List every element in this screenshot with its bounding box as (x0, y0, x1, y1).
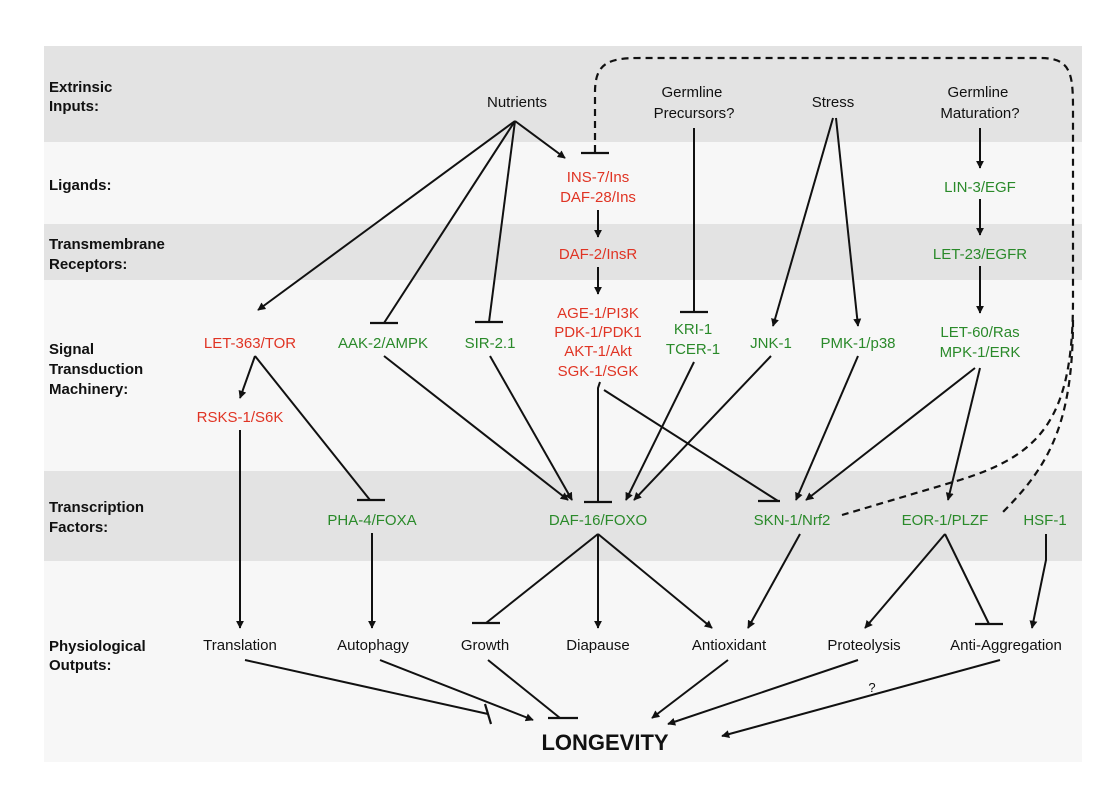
row-label-tf-line1: Transcription (49, 499, 144, 516)
edge-translation-longevity (244, 659, 489, 715)
node-jnk1: JNK-1 (750, 335, 792, 352)
row-label-signal-transduction: Signal Transduction Machinery: (49, 341, 147, 398)
edge-mpk1-eor1 (945, 367, 981, 501)
node-aak2: AAK-2/AMPK (338, 335, 428, 352)
node-pha4: PHA-4/FOXA (327, 512, 416, 529)
edge-mpk1-skn1 (805, 367, 976, 501)
node-germline-precursors: Germline Precursors? (654, 84, 735, 122)
node-eor1: EOR-1/PLZF (902, 512, 989, 529)
edge-let363-pha4 (254, 355, 371, 501)
node-nutrients: Nutrients (487, 94, 547, 111)
node-daf16: DAF-16/FOXO (549, 512, 647, 529)
row-label-ligands: Ligands: (49, 177, 112, 194)
row-label-extrinsic-inputs: Extrinsic Inputs: (49, 79, 117, 115)
edge-sgk1-daf16 (597, 381, 601, 502)
edge-nutrients-aak2 (383, 120, 516, 324)
node-tcer1: TCER-1 (666, 341, 720, 358)
node-lin3: LIN-3/EGF (944, 179, 1016, 196)
edge-daf16-growth (485, 533, 599, 624)
bar-longevity-left (483, 703, 493, 725)
node-hsf1: HSF-1 (1023, 512, 1066, 529)
row-label-extrinsic-line1: Extrinsic (49, 79, 112, 96)
row-label-physiological-outputs: Physiological Outputs: (49, 638, 150, 674)
node-germline-maturation-line2: Maturation? (940, 105, 1019, 122)
edge-sir21-daf16 (489, 355, 573, 501)
node-translation: Translation (203, 637, 277, 654)
edge-proteolysis-longevity (667, 659, 859, 726)
node-age1: AGE-1/PI3K (557, 305, 639, 322)
edge-let363-rsks1 (238, 355, 256, 399)
edge-dashed-eor1 (999, 319, 1075, 516)
row-label-outputs-line2: Outputs: (49, 657, 111, 674)
edge-nutrients-let363 (257, 120, 516, 311)
node-let23: LET-23/EGFR (933, 246, 1027, 263)
node-sgk1: SGK-1/SGK (558, 363, 639, 380)
edge-sgk1-skn1 (603, 389, 779, 502)
node-germline-maturation-line1: Germline (947, 84, 1008, 101)
edge-dashed-loop (593, 56, 1075, 517)
node-anti-aggregation: Anti-Aggregation (950, 637, 1062, 654)
node-germline-precursors-line2: Precursors? (654, 105, 735, 122)
node-autophagy: Autophagy (337, 637, 409, 654)
row-label-signal-line2: Transduction (49, 361, 143, 378)
row-label-transcription-factors: Transcription Factors: (49, 499, 148, 536)
edge-eor1-anti-aggregation (944, 533, 990, 625)
edge-anti-aggregation-longevity (721, 659, 1001, 738)
node-sir21: SIR-2.1 (465, 335, 516, 352)
edge-tcer1-daf16 (625, 361, 695, 501)
node-germline-precursors-line1: Germline (661, 84, 722, 101)
row-label-signal-line1: Signal (49, 341, 94, 358)
node-kri1: KRI-1 (674, 321, 712, 338)
row-label-receptors-line1: Transmembrane (49, 236, 165, 253)
node-diapause: Diapause (566, 637, 629, 654)
band-transmembrane-receptors (44, 224, 1082, 280)
node-daf28: DAF-28/Ins (560, 189, 636, 206)
node-growth: Growth (461, 637, 509, 654)
node-rsks1: RSKS-1/S6K (197, 409, 284, 426)
edge-daf16-antioxidant (597, 533, 713, 629)
row-label-extrinsic-line2: Inputs: (49, 98, 99, 115)
edge-pmk1-skn1 (795, 355, 859, 501)
row-label-receptors-line2: Receptors: (49, 256, 127, 273)
node-let60: LET-60/Ras (940, 324, 1019, 341)
row-label-signal-line3: Machinery: (49, 381, 128, 398)
node-antioxidant: Antioxidant (692, 637, 767, 654)
node-longevity: LONGEVITY (541, 730, 668, 755)
edge-eor1-proteolysis (864, 533, 946, 629)
row-label-outputs-line1: Physiological (49, 638, 146, 655)
edge-hsf1-anti-aggregation (1029, 534, 1047, 629)
edge-aak2-daf16 (383, 355, 569, 501)
node-pmk1: PMK-1/p38 (820, 335, 895, 352)
node-germline-maturation: Germline Maturation? (940, 84, 1019, 122)
diagram-frame (44, 46, 1082, 762)
node-proteolysis: Proteolysis (827, 637, 900, 654)
edge-stress-jnk1 (771, 117, 834, 327)
edge-growth-longevity (487, 659, 561, 719)
edge-antioxidant-longevity (651, 659, 729, 719)
edge-stress-pmk1 (835, 117, 862, 327)
edge-autophagy-longevity (379, 659, 534, 722)
question-mark-label: ? (868, 680, 875, 695)
row-label-tf-line2: Factors: (49, 519, 108, 536)
node-ins7: INS-7/Ins (567, 169, 630, 186)
node-stress: Stress (812, 94, 855, 111)
row-label-transmembrane-receptors: Transmembrane Receptors: (49, 236, 169, 273)
node-akt1: AKT-1/Akt (564, 343, 632, 360)
edge-skn1-antioxidant (747, 533, 801, 629)
node-skn1: SKN-1/Nrf2 (754, 512, 831, 529)
node-pdk1: PDK-1/PDK1 (554, 324, 642, 341)
band-extrinsic-inputs (44, 46, 1082, 142)
edge-jnk1-daf16 (633, 355, 772, 501)
node-mpk1: MPK-1/ERK (940, 344, 1021, 361)
edge-nutrients-ins (514, 120, 566, 159)
node-let363: LET-363/TOR (204, 335, 296, 352)
node-daf2: DAF-2/InsR (559, 246, 638, 263)
edge-nutrients-sir21 (488, 120, 516, 323)
